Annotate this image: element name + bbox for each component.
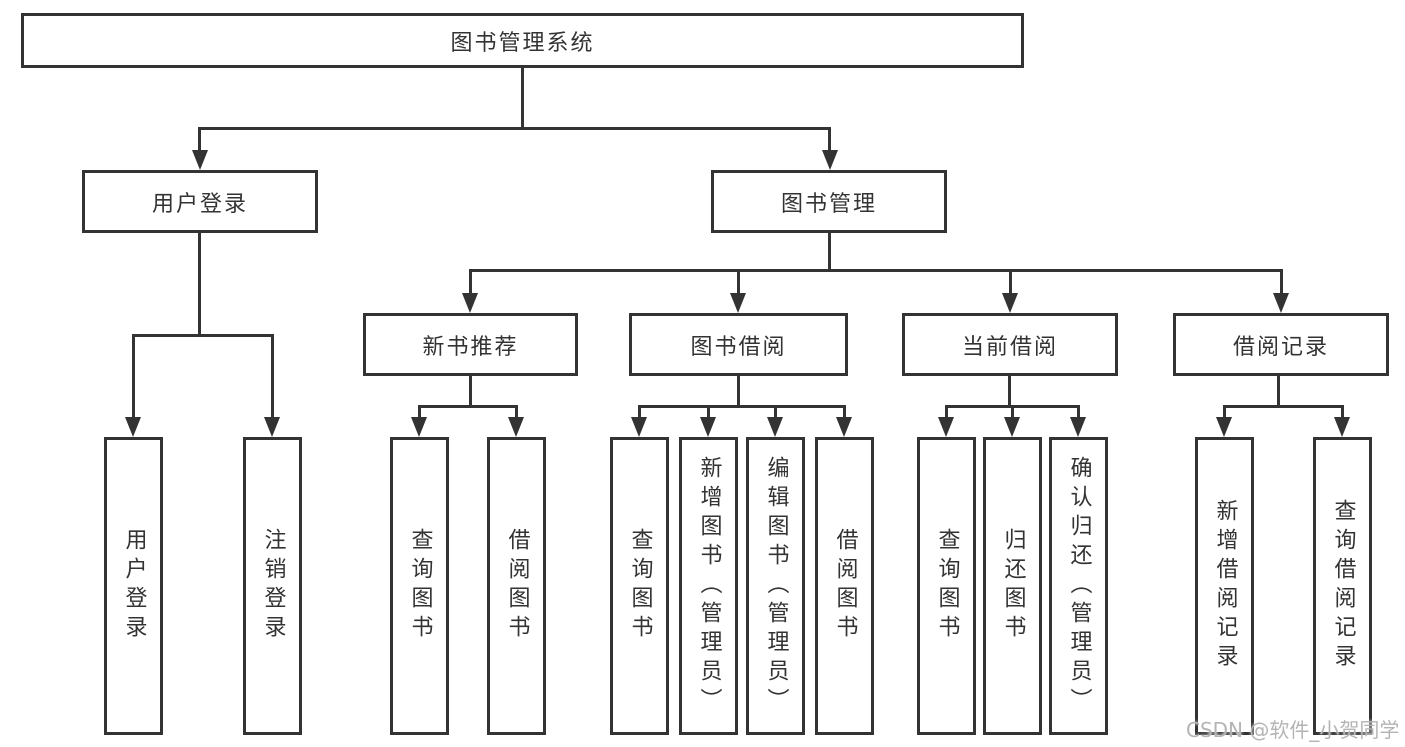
connector-drop: [1011, 405, 1014, 419]
connector-login-stem: [198, 233, 201, 337]
connector-drop: [638, 405, 641, 419]
arrowhead-icon: [1216, 417, 1232, 437]
arrowhead-icon: [767, 417, 783, 437]
connector-drop: [1009, 269, 1012, 295]
leaf-query-books-recommend: 查询图书: [390, 437, 449, 735]
connector-root-branch: [198, 127, 831, 130]
leaf-borrow-books: 借阅图书: [815, 437, 874, 735]
arrowhead-icon: [1334, 417, 1350, 437]
node-current-borrowing: 当前借阅: [902, 313, 1118, 376]
connector-recommend-branch: [418, 405, 518, 408]
leaf-label: 用户登录: [121, 528, 147, 644]
leaf-confirm-return-admin: 确认归还（管理员）: [1049, 437, 1108, 735]
leaf-label: 新增借阅记录: [1212, 499, 1238, 673]
node-library-management-system: 图书管理系统: [21, 13, 1024, 68]
connector-mgmt-stem: [828, 233, 831, 272]
leaf-add-books-admin: 新增图书（管理员）: [679, 437, 738, 735]
arrowhead-icon: [700, 417, 716, 437]
arrowhead-icon: [508, 417, 524, 437]
connector-drop: [132, 334, 135, 418]
connector-mgmt-branch: [469, 269, 1282, 272]
node-label: 图书管理系统: [450, 30, 595, 56]
leaf-label: 查询图书: [407, 528, 433, 644]
csdn-watermark: CSDN @软件_小贺同学: [1186, 718, 1400, 742]
arrowhead-icon: [1070, 417, 1086, 437]
leaf-label: 查询图书: [934, 528, 960, 644]
node-borrowing-records: 借阅记录: [1173, 313, 1389, 376]
arrowhead-icon: [264, 417, 280, 437]
arrowhead-icon: [462, 293, 478, 313]
connector-drop: [828, 127, 831, 153]
leaf-borrow-books-recommend: 借阅图书: [487, 437, 546, 735]
arrowhead-icon: [822, 150, 838, 170]
connector-drop: [1280, 269, 1283, 295]
node-book-borrowing: 图书借阅: [629, 313, 848, 376]
connector-root-stem: [521, 68, 524, 128]
leaf-label: 借阅图书: [832, 528, 858, 644]
connector-drop: [1077, 405, 1080, 419]
leaf-query-books-current: 查询图书: [917, 437, 976, 735]
connector-drop: [198, 127, 201, 153]
node-label: 图书借阅: [690, 334, 787, 360]
arrowhead-icon: [192, 150, 208, 170]
arrowhead-icon: [730, 293, 746, 313]
node-label: 用户登录: [151, 191, 248, 217]
leaf-query-borrow-record: 查询借阅记录: [1313, 437, 1372, 735]
leaf-edit-books-admin: 编辑图书（管理员）: [746, 437, 805, 735]
connector-borrow-branch: [638, 405, 846, 408]
node-label: 借阅记录: [1232, 334, 1329, 360]
connector-drop: [945, 405, 948, 419]
connector-drop: [469, 269, 472, 295]
leaf-label: 查询图书: [627, 528, 653, 644]
arrowhead-icon: [836, 417, 852, 437]
connector-drop: [1341, 405, 1344, 419]
leaf-label: 注销登录: [260, 528, 286, 644]
connector-drop: [737, 269, 740, 295]
leaf-label: 归还图书: [1000, 528, 1026, 644]
node-label: 当前借阅: [961, 334, 1058, 360]
leaf-query-books-borrow: 查询图书: [610, 437, 669, 735]
connector-drop: [774, 405, 777, 419]
leaf-label: 查询借阅记录: [1330, 499, 1356, 673]
leaf-label: 编辑图书（管理员）: [763, 455, 789, 717]
connector-drop: [271, 334, 274, 418]
connector-drop: [843, 405, 846, 419]
arrowhead-icon: [411, 417, 427, 437]
connector-login-branch: [132, 334, 274, 337]
connector-drop: [418, 405, 421, 419]
connector-drop: [1223, 405, 1226, 419]
connector-records-branch: [1223, 405, 1344, 408]
arrowhead-icon: [125, 417, 141, 437]
connector-recommend-stem: [469, 376, 472, 407]
arrowhead-icon: [1273, 293, 1289, 313]
connector-drop: [707, 405, 710, 419]
leaf-label: 借阅图书: [504, 528, 530, 644]
arrowhead-icon: [1004, 417, 1020, 437]
connector-current-stem: [1008, 376, 1011, 407]
leaf-label: 确认归还（管理员）: [1066, 455, 1092, 717]
node-label: 图书管理: [780, 191, 877, 217]
node-new-book-recommend: 新书推荐: [363, 313, 578, 376]
leaf-return-books: 归还图书: [983, 437, 1042, 735]
node-user-login: 用户登录: [82, 170, 318, 233]
leaf-user-login: 用户登录: [104, 437, 163, 735]
leaf-label: 新增图书（管理员）: [696, 455, 722, 717]
connector-drop: [515, 405, 518, 419]
node-label: 新书推荐: [422, 334, 519, 360]
arrowhead-icon: [1002, 293, 1018, 313]
connector-borrow-stem: [737, 376, 740, 407]
connector-records-stem: [1277, 376, 1280, 407]
arrowhead-icon: [938, 417, 954, 437]
arrowhead-icon: [631, 417, 647, 437]
leaf-logout: 注销登录: [243, 437, 302, 735]
leaf-add-borrow-record: 新增借阅记录: [1195, 437, 1254, 735]
node-book-management: 图书管理: [711, 170, 947, 233]
